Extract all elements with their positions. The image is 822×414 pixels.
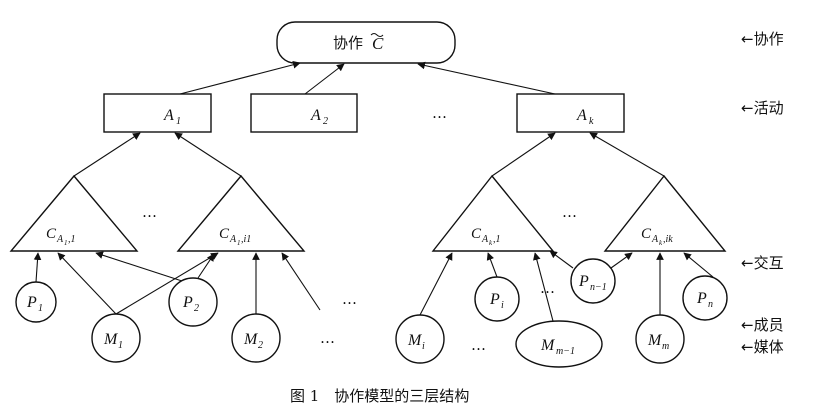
member-node-pn1 xyxy=(570,258,616,304)
arrow-p2-to-inti1 xyxy=(197,253,215,279)
media-mm-symbol: M xyxy=(647,332,663,349)
media-ellipsis-2: … xyxy=(471,336,486,354)
media-m2-subscript: 2 xyxy=(258,340,263,351)
interaction-k1-symbol: C xyxy=(471,226,482,242)
media-node-mm1 xyxy=(515,320,603,368)
arrow-pn-to-intkik xyxy=(683,252,714,278)
activity-k-subscript: k xyxy=(589,116,594,127)
arrow-dots-to-inti1 xyxy=(281,252,321,311)
activity-node-k xyxy=(516,93,625,133)
interaction-node-1 xyxy=(9,174,139,252)
arrow-p1-to-int1 xyxy=(33,252,42,283)
interaction-k1-sub-sub: k xyxy=(489,239,493,247)
interaction-i1-sub-sub: 1 xyxy=(237,239,241,247)
interaction-1-sub-symbol: A xyxy=(56,234,64,245)
media-m2-symbol: M xyxy=(243,331,259,348)
arrow-m1-to-inti1 xyxy=(115,252,219,315)
interaction-ellipsis-left: … xyxy=(142,203,157,221)
figure-caption: 图 1 协作模型的三层结构 xyxy=(290,387,469,405)
interaction-k1-sub-symbol: A xyxy=(481,234,489,245)
interaction-1-sub-index: ,1 xyxy=(68,234,76,245)
layer-label-media: ←媒体 xyxy=(741,338,784,356)
media-mm1-symbol: M xyxy=(540,337,556,354)
member-node-p2 xyxy=(168,277,218,327)
arrow-inti1-to-act1 xyxy=(174,132,242,177)
arrow-activity1-to-collab xyxy=(179,61,301,95)
collaboration-label: 协作 xyxy=(333,34,363,52)
activity-1-subscript: 1 xyxy=(176,116,181,127)
member-ellipsis-2: … xyxy=(540,279,555,297)
interaction-1-sub-sub: 1 xyxy=(64,239,68,247)
interaction-node-i1 xyxy=(176,174,306,252)
arrow-int1-to-act1 xyxy=(73,132,141,177)
member-node-pn xyxy=(682,275,728,321)
media-mm1-subscript: m−1 xyxy=(556,346,575,357)
activity-node-2 xyxy=(250,93,358,133)
member-p2-subscript: 2 xyxy=(194,303,199,314)
arrow-pi-to-intk1 xyxy=(486,252,498,278)
member-pi-subscript: i xyxy=(501,300,504,311)
arrow-mm1-to-intk1 xyxy=(533,252,554,322)
activity-ellipsis: … xyxy=(432,104,447,122)
activity-2-symbol: A xyxy=(310,107,321,124)
interaction-i1-sub-symbol: A xyxy=(229,234,237,245)
interaction-kik-symbol: C xyxy=(641,226,652,242)
arrow-activity2-to-collab xyxy=(304,63,345,95)
arrow-pn1-to-intkik xyxy=(610,252,633,269)
interaction-kik-sub-symbol: A xyxy=(651,234,659,245)
collaboration-symbol: C xyxy=(372,34,384,53)
media-mi-symbol: M xyxy=(407,332,423,349)
member-p1-subscript: 1 xyxy=(38,303,43,314)
layer-label-activity: ←活动 xyxy=(741,99,784,117)
media-mm-subscript: m xyxy=(662,341,669,352)
activity-2-subscript: 2 xyxy=(323,116,328,127)
interaction-node-kik xyxy=(603,174,727,252)
layer-label-interaction: ←交互 xyxy=(741,254,784,272)
member-p2-symbol: P xyxy=(182,294,193,311)
member-pn-symbol: P xyxy=(696,290,707,307)
member-ellipsis-1: … xyxy=(342,290,357,308)
interaction-ellipsis-right: … xyxy=(562,203,577,221)
collaboration-node xyxy=(276,21,456,64)
layer-label-collab: ←协作 xyxy=(741,30,784,48)
activity-1-symbol: A xyxy=(163,107,174,124)
member-pn1-subscript: n−1 xyxy=(590,282,607,293)
interaction-1-symbol: C xyxy=(46,226,57,242)
member-pn1-symbol: P xyxy=(578,273,589,290)
interaction-i1-symbol: C xyxy=(219,226,230,242)
member-p1-symbol: P xyxy=(26,294,37,311)
interaction-kik-sub-index: ,ik xyxy=(663,234,673,245)
interaction-i1-sub-index: ,i1 xyxy=(241,234,251,245)
interaction-k1-sub-index: ,1 xyxy=(493,234,501,245)
tilde-mark xyxy=(370,33,384,37)
arrow-activityk-to-collab xyxy=(417,61,556,95)
arrow-m1-to-int1 xyxy=(57,252,117,315)
arrow-pn1-to-intk1 xyxy=(549,250,574,269)
arrow-p2-to-int1 xyxy=(95,251,183,282)
media-m1-symbol: M xyxy=(103,331,119,348)
arrow-mi-to-intk1 xyxy=(419,252,453,316)
arrow-intkik-to-actk xyxy=(589,132,665,177)
media-mi-subscript: i xyxy=(422,341,425,352)
media-ellipsis-1: … xyxy=(320,329,335,347)
member-pn-subscript: n xyxy=(708,299,713,310)
interaction-kik-sub-sub: k xyxy=(659,239,663,247)
activity-k-symbol: A xyxy=(576,107,587,124)
interaction-node-k1 xyxy=(431,174,555,252)
arrow-intk1-to-actk xyxy=(491,132,556,177)
layer-label-member: ←成员 xyxy=(741,316,784,334)
media-m1-subscript: 1 xyxy=(118,340,123,351)
activity-node-1 xyxy=(103,93,212,133)
member-pi-symbol: P xyxy=(489,291,500,308)
